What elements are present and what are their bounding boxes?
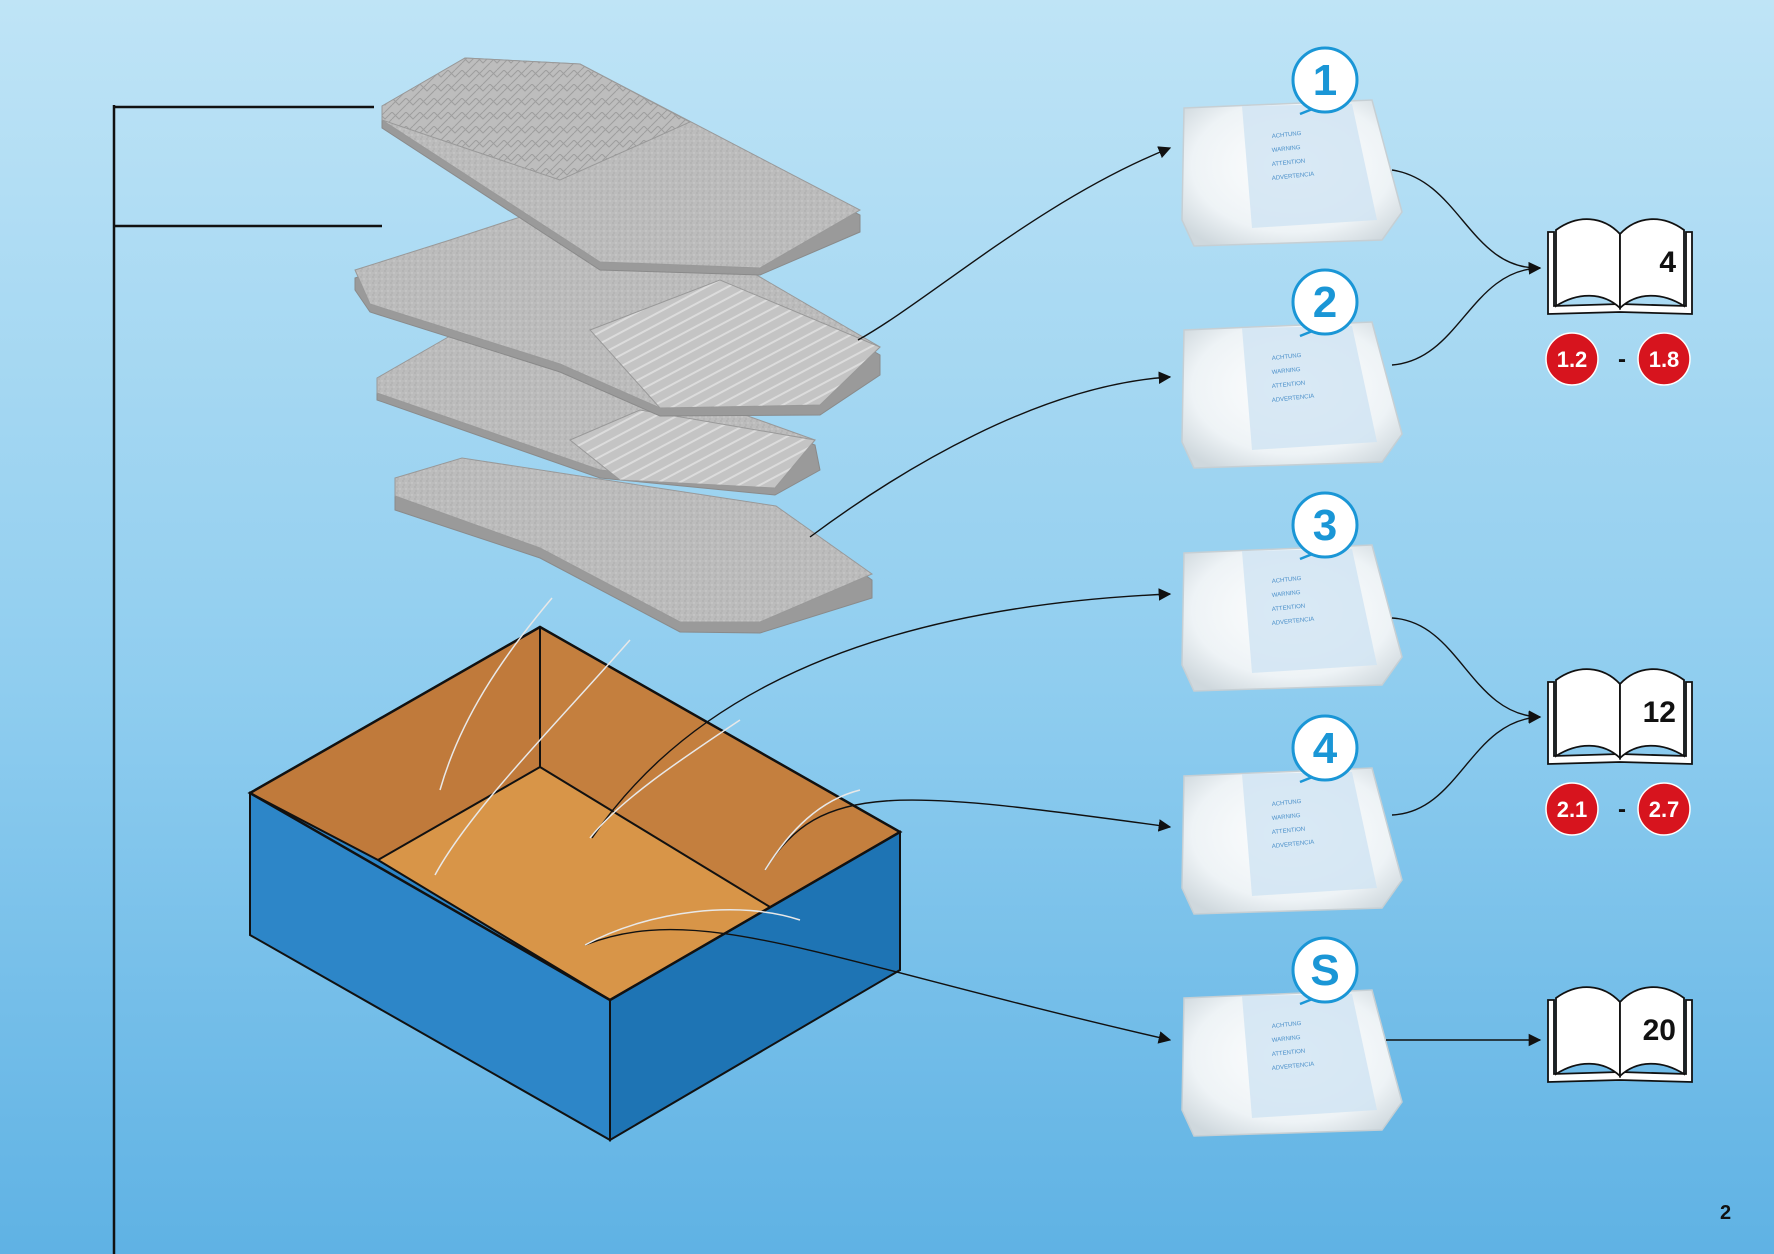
instruction-book-icon bbox=[1547, 218, 1693, 315]
bag-number: 4 bbox=[1313, 724, 1338, 773]
bag-label-icon bbox=[1242, 104, 1377, 228]
bag-label-icon bbox=[1242, 326, 1377, 450]
step-ref-from: 2.1 bbox=[1557, 797, 1588, 822]
bag-number-badge bbox=[1291, 936, 1359, 1004]
bag-warning-text: ADVERTENCIA bbox=[1272, 840, 1315, 850]
bag-number: S bbox=[1310, 946, 1339, 995]
instruction-book-icon bbox=[1547, 986, 1693, 1083]
bag-warning-text: WARNING bbox=[1272, 590, 1302, 599]
bag-number-badge bbox=[1291, 46, 1359, 114]
bag-warning-text: ATTENTION bbox=[1272, 381, 1306, 390]
bag-label-icon bbox=[1242, 772, 1377, 896]
bag-warning-text: WARNING bbox=[1272, 145, 1302, 154]
bag-warning-text: ADVERTENCIA bbox=[1272, 172, 1315, 182]
bag-number: 3 bbox=[1313, 501, 1337, 550]
bag-label-icon bbox=[1242, 549, 1377, 673]
baseplate-1 bbox=[381, 57, 862, 276]
bag-warning-text: WARNING bbox=[1272, 1035, 1302, 1044]
baseplate-4 bbox=[394, 457, 874, 634]
connector-lines bbox=[434, 146, 1172, 1044]
bag-2: ACHTUNG WARNING ATTENTION ADVERTENCIA 2 bbox=[1181, 268, 1403, 469]
bag-warning-text: ADVERTENCIA bbox=[1272, 1062, 1315, 1072]
bag-warning-text: ACHTUNG bbox=[1272, 1021, 1302, 1030]
instruction-book-icon bbox=[1547, 668, 1693, 765]
bracket-lines bbox=[112, 105, 382, 1254]
step-ref-badge bbox=[1545, 782, 1599, 836]
bag-warning-text: ATTENTION bbox=[1272, 604, 1306, 613]
bag-number-badge bbox=[1291, 714, 1359, 782]
bag-warning-text: ACHTUNG bbox=[1272, 576, 1302, 585]
bag-warning-text: ATTENTION bbox=[1272, 1049, 1306, 1058]
step-ref-from: 1.2 bbox=[1557, 347, 1588, 372]
bags: ACHTUNGWARNINGATTENTIONADVERTENCIA1ACHTU… bbox=[1181, 46, 1403, 1137]
book-1: 4 1.2 -1.8 bbox=[1545, 218, 1693, 386]
step-ref-badge bbox=[1545, 332, 1599, 386]
book-page-number: 20 bbox=[1643, 1014, 1676, 1047]
baseplate-2 bbox=[354, 203, 881, 417]
step-ref-to: 1.8 bbox=[1649, 347, 1680, 372]
book-2: 12 2.1 -2.7 bbox=[1545, 668, 1693, 836]
bag-number: 1 bbox=[1313, 56, 1337, 105]
step-ref-badge bbox=[1637, 332, 1691, 386]
bag-book-lines bbox=[1386, 169, 1542, 1047]
bag-1: ACHTUNG WARNING ATTENTION ADVERTENCIA 1 bbox=[1181, 46, 1403, 247]
range-separator: - bbox=[1618, 796, 1626, 823]
page-number: 2 bbox=[1720, 1202, 1732, 1224]
bag-warning-text: ACHTUNG bbox=[1272, 353, 1302, 362]
bag-warning-text: ATTENTION bbox=[1272, 159, 1306, 168]
bag-number-badge bbox=[1291, 268, 1359, 336]
cardboard-box bbox=[247, 625, 903, 1142]
bag-label-icon bbox=[1242, 994, 1377, 1118]
bag-number: 2 bbox=[1313, 278, 1337, 327]
bag-warning-text: ACHTUNG bbox=[1272, 131, 1302, 140]
bag-warning-text: ADVERTENCIA bbox=[1272, 394, 1315, 404]
bag-warning-text: ATTENTION bbox=[1272, 827, 1306, 836]
bag-warning-text: ACHTUNG bbox=[1272, 799, 1302, 808]
bag-warning-text: ADVERTENCIA bbox=[1272, 617, 1315, 627]
baseplate-stack bbox=[354, 57, 881, 634]
range-separator: - bbox=[1618, 346, 1626, 373]
bag-3: ACHTUNG WARNING ATTENTION ADVERTENCIA 3 bbox=[1181, 491, 1403, 692]
book-page-number: 12 bbox=[1643, 696, 1676, 729]
bag-number-badge bbox=[1291, 491, 1359, 559]
step-ref-to: 2.7 bbox=[1649, 797, 1680, 822]
bag-s: ACHTUNG WARNING ATTENTION ADVERTENCIA S bbox=[1181, 936, 1403, 1137]
bag-warning-text: WARNING bbox=[1272, 813, 1302, 822]
step-ref-badge bbox=[1637, 782, 1691, 836]
book-3: 20 bbox=[1547, 986, 1693, 1083]
bag-warning-text: WARNING bbox=[1272, 367, 1302, 376]
bag-4: ACHTUNG WARNING ATTENTION ADVERTENCIA 4 bbox=[1181, 714, 1403, 915]
book-page-number: 4 bbox=[1659, 246, 1676, 279]
